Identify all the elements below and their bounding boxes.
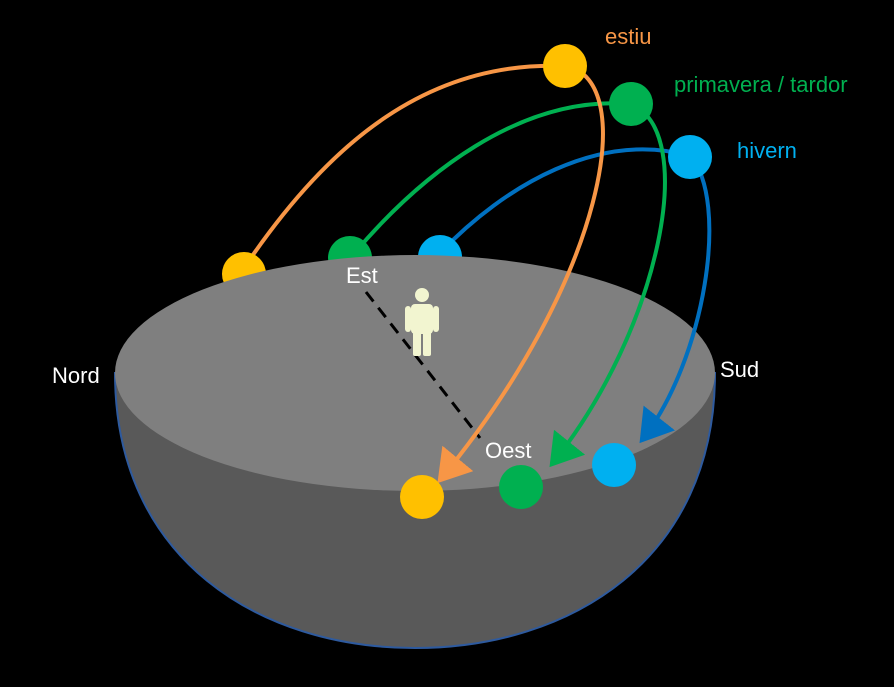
season-label-winter: hivern <box>737 138 797 163</box>
observer-figure <box>405 288 439 356</box>
summer-noon-sun <box>543 44 587 88</box>
spring-path-rise <box>350 101 631 258</box>
winter-path-set <box>639 154 712 444</box>
east-west-axis <box>364 291 482 439</box>
winter-sunset-sun <box>592 443 636 487</box>
spring-noon-sun <box>609 82 653 126</box>
summer-path-rise <box>242 63 567 270</box>
spring-path-set <box>549 102 667 468</box>
spring-sunset-sun <box>499 465 543 509</box>
season-label-summer: estiu <box>605 24 651 49</box>
cardinal-east: Est <box>346 263 378 288</box>
cardinal-north: Nord <box>52 363 100 388</box>
summer-sunset-sun <box>400 475 444 519</box>
winter-path-rise <box>438 147 691 255</box>
cardinal-south: Sud <box>720 357 759 382</box>
season-label-spring-autumn: primavera / tardor <box>674 72 848 97</box>
cardinal-west: Oest <box>485 438 531 463</box>
winter-noon-sun <box>668 135 712 179</box>
summer-path-set <box>437 64 605 484</box>
